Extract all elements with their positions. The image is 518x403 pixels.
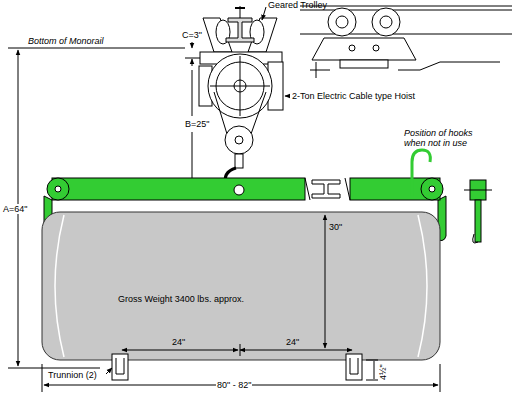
extension-line bbox=[42, 364, 43, 392]
extension-line bbox=[440, 364, 441, 392]
dimension-line bbox=[192, 42, 193, 48]
dimension-label: Bottom of Monorail bbox=[28, 36, 104, 46]
parked-hook bbox=[412, 150, 430, 196]
tank bbox=[42, 212, 440, 360]
hook-block bbox=[214, 92, 266, 191]
extension-line bbox=[240, 344, 241, 356]
geared-trolley bbox=[199, 6, 283, 118]
extension-line bbox=[366, 380, 378, 381]
extension-line bbox=[8, 368, 100, 369]
part-label: Trunnion (2) bbox=[48, 370, 97, 380]
dimension-label: 4½" bbox=[378, 364, 388, 380]
dimension-label: 30" bbox=[329, 222, 342, 232]
part-label: Position of hooks when not in use bbox=[404, 128, 496, 148]
dimension-line bbox=[374, 361, 375, 379]
part-label: Geared Trolley bbox=[268, 0, 327, 10]
dimension-line bbox=[240, 350, 352, 351]
dimension-label: B=25" bbox=[184, 119, 210, 129]
tank-body: Gross Weight 3400 lbs. approx. bbox=[44, 214, 314, 354]
dimension-line bbox=[122, 350, 238, 351]
trolley-detail bbox=[300, 6, 512, 78]
part-label: 2-Ton Electric Cable type Hoist bbox=[292, 91, 415, 101]
dimension-line bbox=[325, 215, 326, 348]
weight-note: Gross Weight 3400 lbs. approx. bbox=[118, 294, 244, 304]
leader-line bbox=[285, 96, 290, 97]
dimension-label: C=3" bbox=[181, 30, 203, 40]
dimension-label: 24" bbox=[172, 337, 185, 347]
leader-line bbox=[106, 368, 112, 374]
dimension-label: A=64" bbox=[2, 204, 28, 214]
beam-side-view bbox=[464, 180, 492, 243]
dimension-label: 80" - 82" bbox=[216, 380, 252, 390]
leader-line bbox=[262, 7, 266, 20]
extension-line bbox=[366, 360, 378, 361]
dimension-label: 24" bbox=[286, 337, 299, 347]
monorail-line bbox=[8, 48, 185, 49]
dimension-line bbox=[192, 59, 193, 66]
trunnion bbox=[112, 354, 362, 380]
dimension-line bbox=[192, 70, 193, 116]
